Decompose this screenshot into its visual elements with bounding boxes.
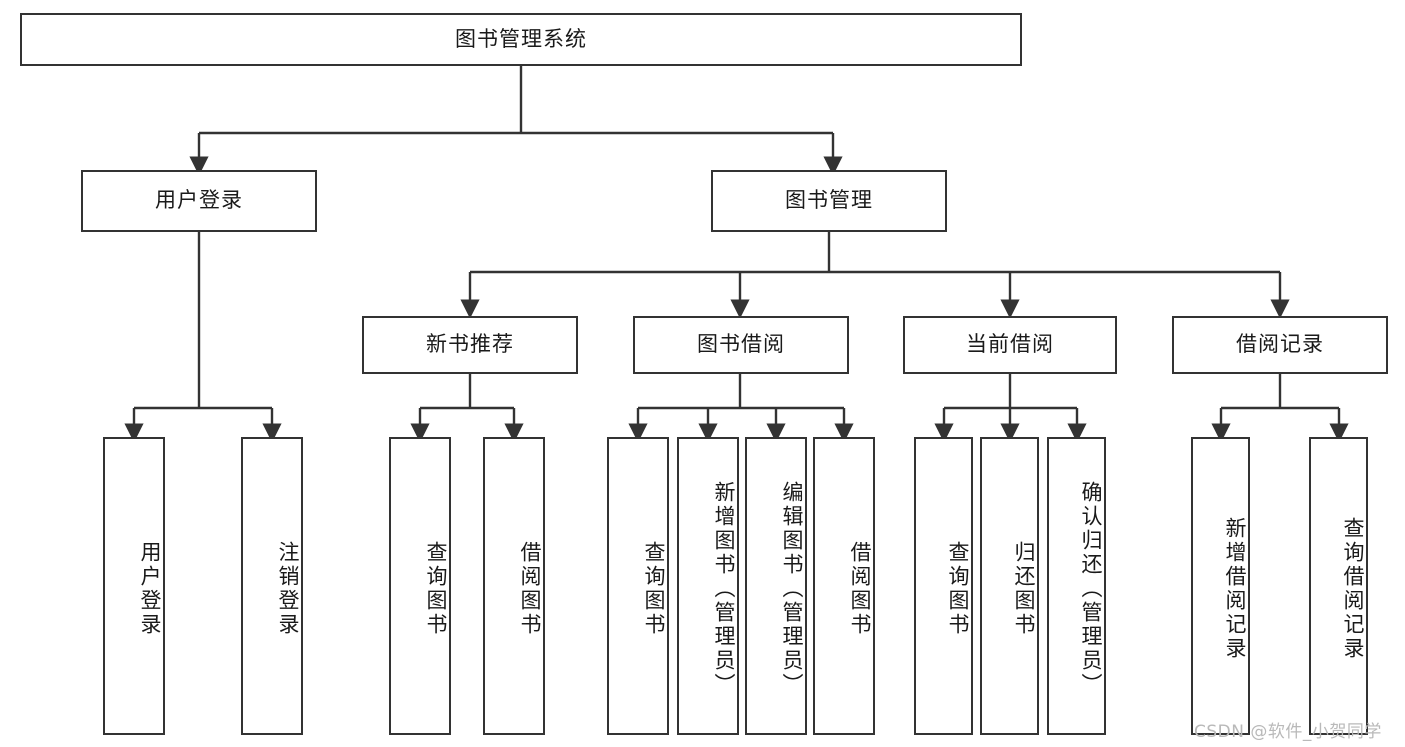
leaf-logout[interactable]: 注销登录	[241, 437, 303, 735]
leaf-return-book[interactable]: 归还图书	[980, 437, 1039, 735]
leaf-query-borrow-record[interactable]: 查询借阅记录	[1309, 437, 1368, 735]
node-label: 借阅记录	[1236, 332, 1324, 357]
leaf-confirm-return-admin[interactable]: 确认归还（管理员）	[1047, 437, 1106, 735]
csdn-watermark: CSDN @软件_小贺同学	[1194, 722, 1382, 742]
leaf-query-book-borrow[interactable]: 查询图书	[607, 437, 669, 735]
leaf-user-login[interactable]: 用户登录	[103, 437, 165, 735]
node-label: 确认归还（管理员）	[1079, 481, 1103, 697]
node-label: 编辑图书（管理员）	[780, 481, 804, 697]
node-label: 注销登录	[276, 541, 300, 637]
leaf-query-book-new[interactable]: 查询图书	[389, 437, 451, 735]
node-label: 图书借阅	[697, 332, 785, 357]
node-label: 用户登录	[138, 541, 162, 637]
node-label: 新书推荐	[426, 332, 514, 357]
node-new-book-recommendation[interactable]: 新书推荐	[362, 316, 578, 374]
node-label: 查询图书	[424, 541, 448, 637]
node-label: 新增借阅记录	[1223, 517, 1247, 661]
node-label: 归还图书	[1012, 541, 1036, 637]
node-label: 借阅图书	[848, 541, 872, 637]
node-book-management[interactable]: 图书管理	[711, 170, 947, 232]
node-label: 查询借阅记录	[1341, 517, 1365, 661]
node-label: 新增图书（管理员）	[712, 481, 736, 697]
leaf-add-book-admin[interactable]: 新增图书（管理员）	[677, 437, 739, 735]
node-label: 图书管理系统	[455, 26, 587, 51]
node-label: 用户登录	[155, 188, 243, 213]
leaf-borrow-book-new[interactable]: 借阅图书	[483, 437, 545, 735]
node-user-login[interactable]: 用户登录	[81, 170, 317, 232]
node-root-book-management-system[interactable]: 图书管理系统	[20, 13, 1022, 66]
node-label: 查询图书	[642, 541, 666, 637]
leaf-add-borrow-record[interactable]: 新增借阅记录	[1191, 437, 1250, 735]
node-label: 图书管理	[785, 188, 873, 213]
leaf-query-book-current[interactable]: 查询图书	[914, 437, 973, 735]
node-book-borrowing[interactable]: 图书借阅	[633, 316, 849, 374]
node-current-borrowing[interactable]: 当前借阅	[903, 316, 1117, 374]
node-label: 借阅图书	[518, 541, 542, 637]
node-borrow-records[interactable]: 借阅记录	[1172, 316, 1388, 374]
node-label: 当前借阅	[966, 332, 1054, 357]
leaf-edit-book-admin[interactable]: 编辑图书（管理员）	[745, 437, 807, 735]
leaf-lend-book[interactable]: 借阅图书	[813, 437, 875, 735]
node-label: 查询图书	[946, 541, 970, 637]
